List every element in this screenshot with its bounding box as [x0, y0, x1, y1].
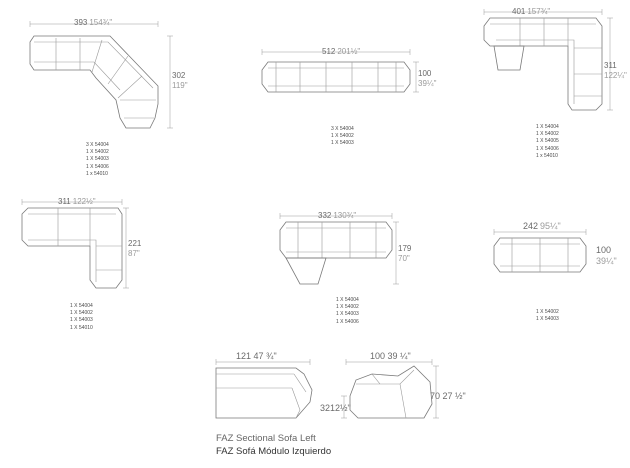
code-line: 1 X 54002: [336, 304, 359, 311]
code-line: 1 X 54004: [336, 297, 359, 303]
dim-line-width-3: [483, 9, 603, 15]
code-line: 1 x 54010: [86, 170, 108, 177]
module-width-label: 121 47 ¾": [236, 351, 277, 361]
dim-line-module-seat: [341, 395, 347, 419]
code-line: 1 X 54003: [336, 311, 359, 318]
caption-spanish: FAZ Sofá Módulo Izquierdo: [216, 446, 332, 457]
sofa-plan-2: [261, 61, 411, 93]
sofa-plan-3: [483, 17, 603, 111]
code-line: 1 X 54006: [536, 145, 559, 152]
module-side-view: [349, 365, 433, 419]
code-line: 1 X 54002: [536, 309, 559, 315]
code-line: 3 X 54004: [86, 142, 109, 148]
code-line: 1 X 54005: [536, 138, 559, 145]
dim-line-depth-1: [167, 35, 173, 129]
sofa-plan-4: [21, 207, 123, 289]
code-line: 1 X 54003: [86, 156, 109, 163]
code-line: 1 X 54003: [536, 316, 559, 323]
code-line: 1 X 54002: [331, 133, 354, 140]
code-line: 1 X 54004: [536, 124, 559, 130]
module-codes-5: 1 X 54004 1 X 54002 1 X 54003 1 X 54006: [336, 297, 359, 326]
sofa-plan-6: [493, 237, 587, 273]
code-line: 1 X 54006: [336, 318, 359, 325]
module-codes-4: 1 X 54004 1 X 54002 1 X 54003 1 X 54010: [70, 303, 93, 332]
dim-line-width-1: [29, 21, 159, 27]
dim-line-width-2: [261, 49, 411, 55]
module-codes-1: 3 X 54004 1 X 54002 1 X 54003 1 X 54006 …: [86, 142, 109, 178]
code-line: 1 X 54002: [86, 149, 109, 156]
dim-line-depth-5: [393, 221, 399, 285]
module-codes-2: 3 X 54004 1 X 54002 1 X 54003: [331, 126, 354, 148]
dim-line-depth-3: [607, 17, 613, 111]
code-line: 1 X 54003: [70, 317, 93, 324]
dim-line-module-depth: [345, 359, 433, 365]
code-line: 1 X 54003: [331, 140, 354, 147]
dim-line-module-height: [433, 365, 439, 419]
code-line: 1 X 54004: [70, 303, 93, 309]
dim-line-width-5: [279, 213, 393, 219]
sofa-plan-1: [29, 35, 159, 129]
code-line: 1 X 54002: [536, 131, 559, 138]
code-line: 3 X 54004: [331, 126, 354, 132]
dim-line-width-4: [21, 199, 123, 205]
code-line: 1 X 54002: [70, 310, 93, 317]
dim-line-depth-2: [413, 61, 419, 93]
sofa-plan-5: [279, 221, 393, 285]
module-codes-3: 1 X 54004 1 X 54002 1 X 54005 1 X 54006 …: [536, 124, 559, 160]
dim-line-width-6: [493, 229, 587, 235]
caption-english: FAZ Sectional Sofa Left: [216, 433, 316, 444]
code-line: 1 X 54010: [70, 324, 93, 331]
module-seat-height-label: 3212½": [320, 403, 351, 413]
module-codes-6: 1 X 54002 1 X 54003: [536, 309, 559, 323]
dim-line-module-width: [215, 359, 311, 365]
dim-line-depth-4: [123, 207, 129, 289]
module-plan-view: [215, 367, 313, 419]
module-height-label: 70 27 ½": [430, 391, 466, 401]
code-line: 1 x 54010: [536, 152, 558, 159]
code-line: 1 X 54006: [86, 163, 109, 170]
module-depth-label: 100 39 ¼": [370, 351, 411, 361]
